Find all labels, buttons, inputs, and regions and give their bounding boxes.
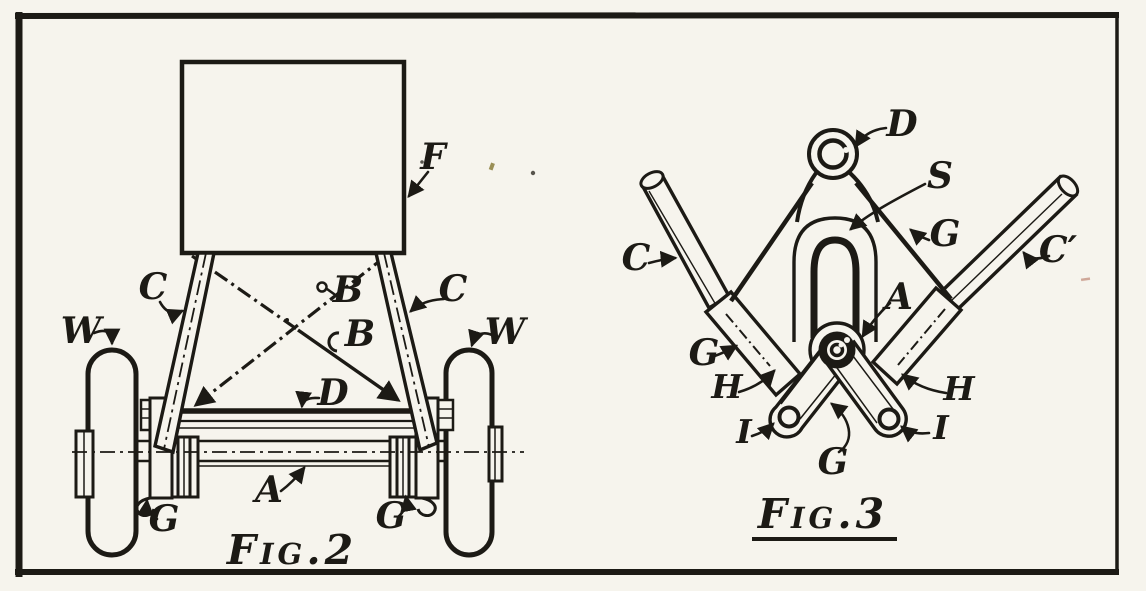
fig2-label-b-lower: B	[344, 313, 375, 355]
figure-2-drawing: F C C B B W W D A G G Fig.2	[61, 59, 1091, 574]
fig3-label-s: S	[927, 155, 953, 197]
fig3-label-h-right: H	[942, 369, 976, 408]
fig2-cross-bar	[170, 408, 425, 430]
fig3-label-c-prime: C′	[1039, 229, 1078, 271]
figure-2-caption: Fig.2	[226, 526, 357, 574]
fig2-label-d: D	[316, 372, 348, 414]
fig2-label-g-left: G	[149, 498, 180, 540]
figure-3-caption: Fig.3	[757, 490, 888, 538]
fig3-label-g-bottom: G	[818, 441, 849, 483]
fig2-label-g-right: G	[376, 495, 407, 537]
fig3-right-tube	[870, 174, 1080, 387]
fig3-label-h-left: H	[710, 367, 744, 406]
fig2-label-b-upper: B	[332, 269, 363, 311]
scan-specks	[420, 160, 1091, 282]
fig3-label-i-right: I	[932, 408, 950, 447]
scan-frame-border	[14, 12, 1120, 577]
fig2-label-c-left: C	[139, 266, 168, 308]
fig2-label-w-left: W	[61, 310, 105, 352]
fig3-hub	[818, 331, 856, 369]
fig3-label-c: C	[622, 237, 651, 279]
fig2-left-leg	[153, 251, 217, 455]
fig3-label-g-left: G	[689, 332, 720, 374]
fig3-label-d: D	[885, 103, 917, 145]
fig2-body-box	[179, 59, 407, 256]
fig2-label-c-right: C	[439, 268, 468, 310]
fig2-right-leg	[373, 251, 439, 453]
fig3-shackle-loop	[792, 216, 878, 345]
fig2-leaders	[92, 170, 494, 521]
fig3-label-g-upper: G	[930, 213, 961, 255]
fig2-label-f: F	[419, 136, 448, 178]
figure-3-drawing: D S G C C′ A G H H I I G Fig.3	[622, 103, 1080, 541]
fig3-label-i-left: I	[735, 412, 753, 451]
fig3-leaders	[647, 126, 1051, 454]
fig3-label-a: A	[882, 276, 913, 318]
fig2-label-a: A	[252, 469, 283, 511]
fig2-label-w-right: W	[485, 311, 529, 353]
fig3-eye-ring	[795, 128, 880, 223]
